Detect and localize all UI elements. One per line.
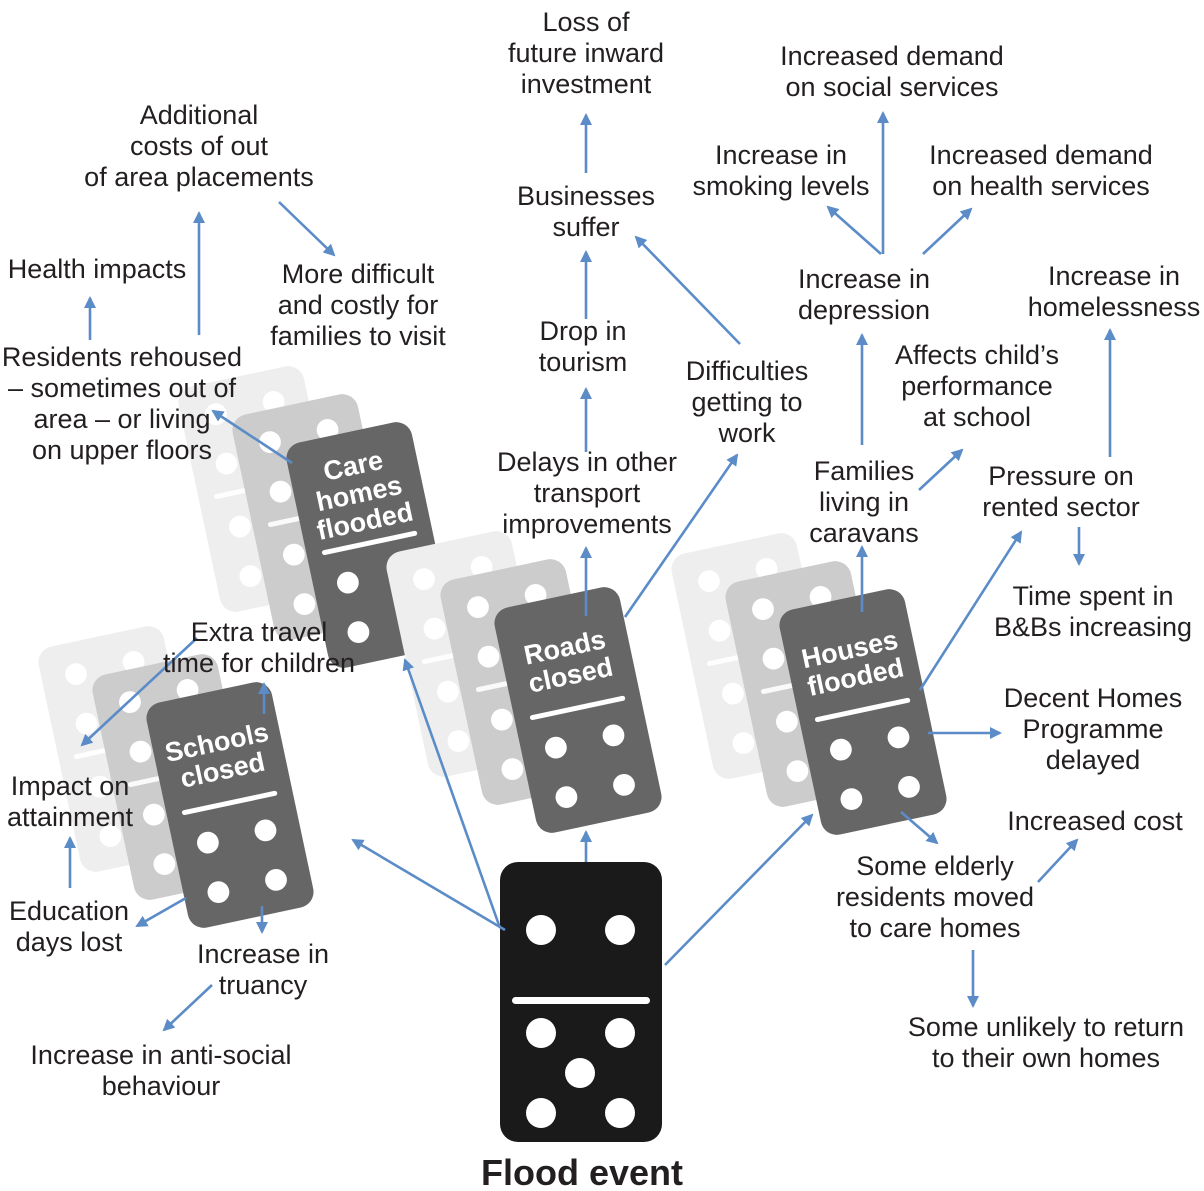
connector-arrow [623,453,739,618]
label-increased-cost: Increased cost [1007,806,1183,836]
connector-arrow [351,838,506,932]
connector-arrow [1037,838,1079,883]
connector-arrow [162,984,213,1032]
connector-arrow [80,637,198,747]
diagram-title: Flood event [481,1152,683,1191]
connector-arrow [826,205,882,255]
connector-arrow [278,201,336,257]
arrow-group [64,111,1116,1032]
connector-arrow [918,448,964,491]
label-health-impacts: Health impacts [8,254,187,284]
connector-arrow [664,813,814,966]
connector-arrow [922,207,973,255]
connector-arrow [402,658,502,929]
connector-arrow [634,235,741,345]
connector-arrow [135,896,187,928]
domino-group: CarehomesfloodedRoadsclosedHousesflooded… [38,366,947,1142]
connector-arrow [900,811,939,845]
connector-arrow [918,530,1023,691]
flood-event-domino [500,862,662,1142]
connector-arrow [211,409,293,465]
